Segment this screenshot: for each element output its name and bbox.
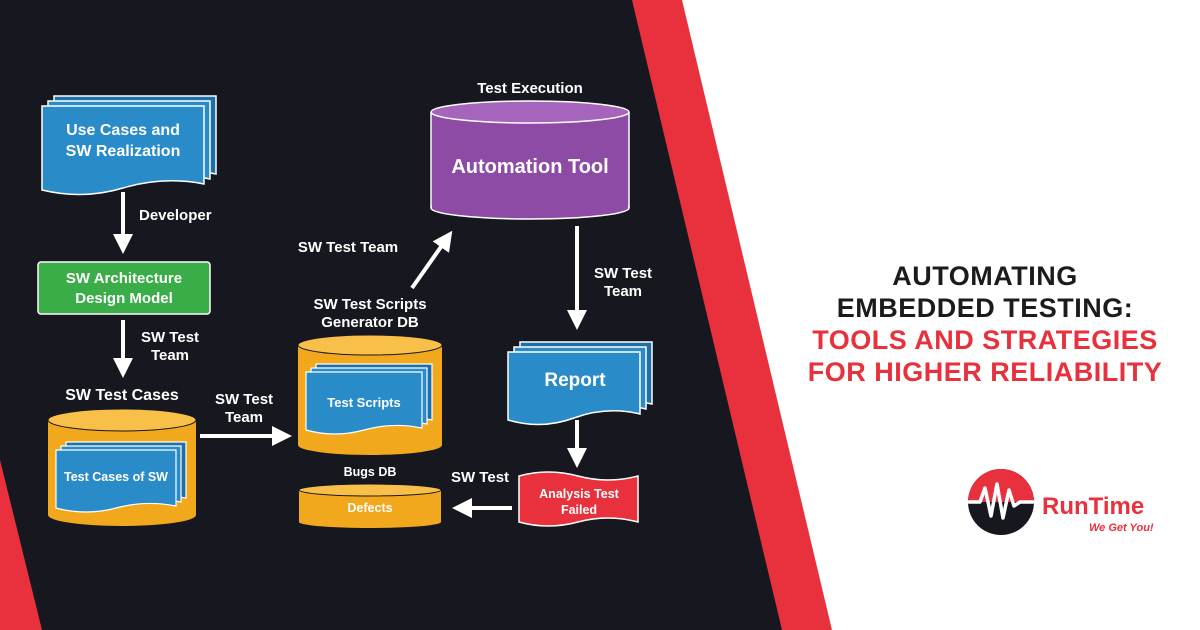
automation-tool: Automation Tool: [430, 100, 630, 220]
use-cases-label-2: SW Realization: [66, 143, 181, 160]
defects-label: Defects: [347, 501, 392, 515]
report-document: Report: [507, 341, 653, 426]
report-label: Report: [544, 370, 606, 391]
runtime-logo: RunTime We Get You!: [967, 469, 1154, 535]
logo-pulse-icon: [967, 469, 1035, 535]
headline-line-2: EMBEDDED TESTING:: [837, 293, 1134, 323]
test-cases-of-sw-label: Test Cases of SW: [64, 470, 168, 484]
headline-line-1: AUTOMATING: [892, 261, 1077, 291]
arrow-to-automation: [410, 230, 453, 290]
architecture-box: SW Architecture Design Model: [37, 261, 211, 315]
team-label-2a: SW Test: [215, 391, 273, 408]
analysis-label-2: Failed: [561, 503, 597, 517]
scripts-generator-label-2: Generator DB: [321, 314, 419, 331]
test-execution-label: Test Execution: [477, 80, 583, 97]
team-label-4b: Team: [604, 283, 642, 300]
test-cases-database: Test Cases of SW: [47, 408, 197, 526]
logo-brand: RunTime: [1042, 493, 1144, 520]
headline-line-3: TOOLS AND STRATEGIES: [812, 325, 1158, 355]
automation-tool-label: Automation Tool: [451, 156, 608, 178]
logo-tagline: We Get You!: [1089, 522, 1154, 534]
use-cases-label: Use Cases and: [66, 122, 180, 139]
analysis-label: Analysis Test: [539, 487, 620, 501]
defects-database: Defects: [298, 483, 442, 528]
team-label-3: SW Test Team: [298, 239, 398, 256]
headline-line-4: FOR HIGHER RELIABILITY: [808, 357, 1163, 387]
test-scripts-database: Test Scripts: [297, 334, 443, 455]
bugs-db-label: Bugs DB: [344, 465, 397, 479]
team-label-4a: SW Test: [594, 265, 652, 282]
team-label-2b: Team: [225, 409, 263, 426]
scripts-generator-label: SW Test Scripts: [313, 296, 426, 313]
headline: AUTOMATING EMBEDDED TESTING: TOOLS AND S…: [808, 261, 1163, 387]
architecture-label: SW Architecture: [66, 270, 182, 287]
architecture-label-2: Design Model: [75, 290, 173, 307]
sw-test-cases-title: SW Test Cases: [65, 387, 179, 404]
analysis-failed-box: Analysis Test Failed: [518, 471, 639, 527]
team-label-1b: Team: [151, 347, 189, 364]
developer-label: Developer: [139, 207, 212, 224]
test-scripts-label: Test Scripts: [327, 395, 400, 410]
use-cases-document: Use Cases and SW Realization: [41, 95, 217, 196]
sw-test-short-label: SW Test: [451, 469, 509, 486]
team-label-1a: SW Test: [141, 329, 199, 346]
